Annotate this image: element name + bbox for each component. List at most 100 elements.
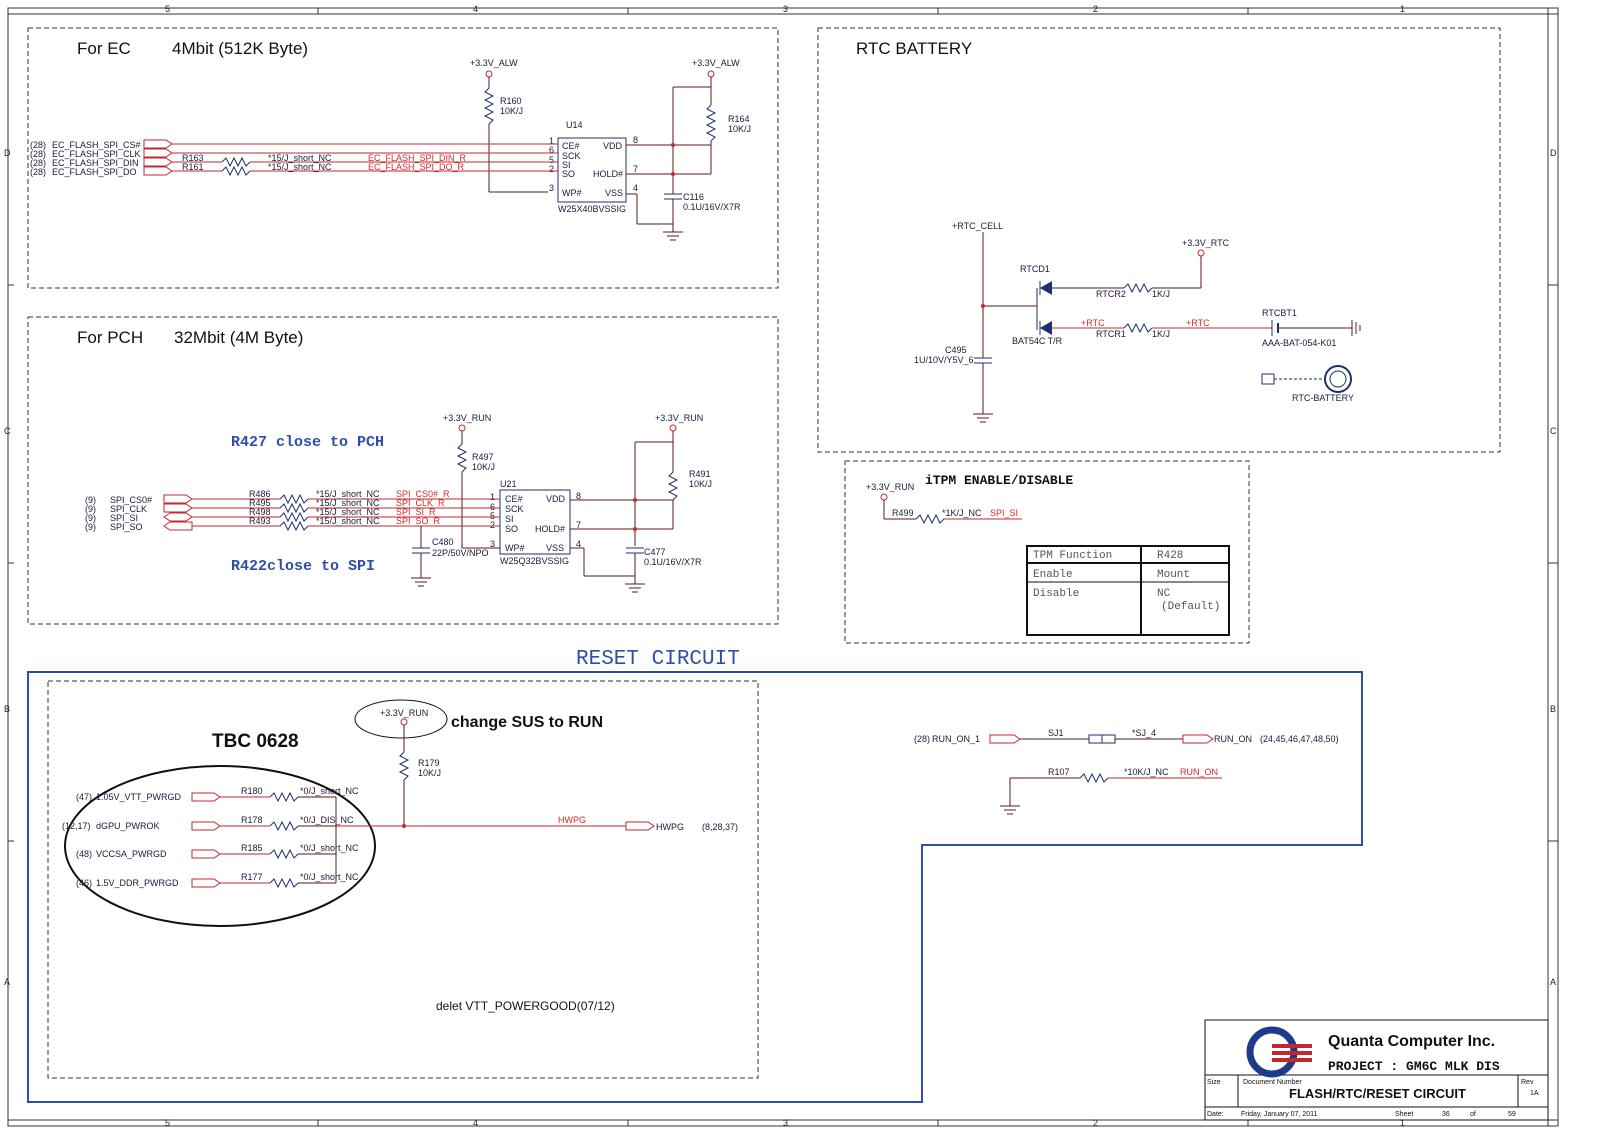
u14-pin-vss: VSS	[605, 188, 623, 198]
ec-sig-ref-0: (28)	[30, 140, 46, 150]
hwpg-out: HWPG	[656, 822, 684, 832]
pch-note-r427: R427 close to PCH	[231, 434, 384, 451]
pch-sig-ref-3: (9)	[85, 522, 96, 532]
u14-num-4: 4	[633, 183, 638, 193]
zone-top-1: 1	[1400, 4, 1405, 14]
r177-value: *0/J_short_NC	[300, 872, 359, 882]
rtc-net-left: +RTC	[1081, 318, 1105, 328]
run-on-refs: (24,45,46,47,48,50)	[1260, 734, 1339, 744]
ec-sig-name-2: EC_FLASH_SPI_DIN	[52, 158, 139, 168]
tpm-default-note: (Default)	[1161, 601, 1220, 613]
r164-value: 10K/J	[728, 124, 751, 134]
r178-ref: R178	[241, 815, 263, 825]
ec-sig-ref-2: (28)	[30, 158, 46, 168]
r486-value: *15/J_short_NC	[316, 489, 380, 499]
u21-pin-ce: CE#	[505, 494, 523, 504]
ground-symbol	[625, 583, 645, 593]
ec-signal-list: (28) EC_FLASH_SPI_CS# (28) EC_FLASH_SPI_…	[30, 140, 141, 177]
r495-ref: R495	[249, 498, 271, 508]
r499-ref: R499	[892, 508, 914, 518]
u21-num-7: 7	[576, 520, 581, 530]
r163-resistor	[221, 156, 251, 168]
junction	[671, 143, 675, 147]
pch-sig-ref-1: (9)	[85, 504, 96, 514]
zone-side-b: B	[4, 704, 10, 714]
r498-value: *15/J_short_NC	[316, 507, 380, 517]
rtcr1-ref: RTCR1	[1096, 329, 1126, 339]
u14-num-3: 3	[549, 183, 554, 193]
tpm-header-r428: R428	[1157, 550, 1183, 562]
total-value: 59	[1508, 1111, 1516, 1118]
pch-resistor-bank	[192, 493, 500, 532]
ec-power-node-2	[707, 70, 715, 78]
u14-ref: U14	[566, 120, 583, 130]
pch-flash-section: For PCH 32Mbit (4M Byte) R427 close to P…	[27, 316, 779, 625]
rtc-section: RTC BATTERY +RTC_CELL C495 1U/10V/Y5V_6 …	[817, 27, 1501, 453]
r161-resistor	[221, 165, 251, 177]
date-label: Date:	[1207, 1111, 1224, 1118]
pwrgd-ref-1: (12,17)	[62, 821, 91, 831]
u14-pin-si: SI	[562, 160, 571, 170]
junction	[633, 498, 637, 502]
battery-connector-icon	[1261, 365, 1352, 393]
rtcr1-resistor	[1123, 322, 1153, 334]
of-label: of	[1470, 1111, 1476, 1118]
tpm-header-function: TPM Function	[1033, 550, 1112, 562]
rtc-battery-label: RTC-BATTERY	[1292, 393, 1354, 403]
pwrgd-inputs: (47) 1.05V_VTT_PWRGD (12,17) dGPU_PWROK …	[62, 786, 359, 889]
rtcr1-value: 1K/J	[1152, 329, 1170, 339]
ec-power-label-2: +3.3V_ALW	[692, 58, 740, 68]
zone-top-2: 2	[1093, 4, 1098, 14]
ec-sig-ref-1: (28)	[30, 149, 46, 159]
itpm-power-label: +3.3V_RUN	[866, 482, 914, 492]
r497-resistor	[456, 443, 468, 473]
itpm-section: iTPM ENABLE/DISABLE +3.3V_RUN R499 *1K/J…	[844, 460, 1250, 644]
pch-net-clk: SPI_CLK_R	[396, 498, 445, 508]
doc-label: Document Number	[1243, 1079, 1302, 1086]
zone-side-b-right: B	[1550, 704, 1556, 714]
zone-side-c: C	[4, 426, 11, 436]
rtcbt1-part: AAA-BAT-054-K01	[1262, 338, 1336, 348]
zone-bottom-1: 1	[1400, 1118, 1405, 1128]
r493-ref: R493	[249, 516, 271, 526]
sj1-value: *SJ_4	[1132, 728, 1156, 738]
run-on-out-port	[1182, 734, 1214, 744]
r163-value: *15/J_short_NC	[268, 153, 332, 163]
u14-num-2: 2	[549, 164, 554, 174]
chassis-ground-icon	[1351, 320, 1361, 336]
reset-section: RESET CIRCUIT TBC 0628 +3.3V_RUN change …	[27, 648, 1363, 1103]
run-on-in-port	[989, 734, 1021, 744]
diode-d1	[1040, 281, 1052, 295]
r499-resistor	[915, 513, 945, 525]
u21-ref: U21	[500, 479, 517, 489]
u21-pin-so: SO	[505, 524, 518, 534]
hwpg-refs: (8,28,37)	[702, 822, 738, 832]
itpm-net: SPI_SI	[990, 508, 1018, 518]
r498-ref: R498	[249, 507, 271, 517]
itpm-title: iTPM ENABLE/DISABLE	[925, 473, 1073, 488]
pch-flash-box	[27, 316, 779, 625]
pwrgd-name-3: 1.5V_DDR_PWRGD	[96, 878, 179, 888]
r486-ref: R486	[249, 489, 271, 499]
r160-resistor	[483, 87, 495, 125]
reset-power-label: +3.3V_RUN	[380, 708, 428, 718]
zone-side-d-right: D	[1550, 148, 1557, 158]
zone-side-d: D	[4, 148, 11, 158]
rtcd1-part: BAT54C T/R	[1012, 336, 1063, 346]
rtc-net-right: +RTC	[1186, 318, 1210, 328]
pwrgd-name-0: 1.05V_VTT_PWRGD	[96, 792, 182, 802]
pch-signal-list: (9) SPI_CS0# (9) SPI_CLK (9) SPI_SI (9) …	[85, 495, 152, 532]
u14-pin-ce: CE#	[562, 141, 580, 151]
c480-value: 22P/50V/NPO	[432, 548, 489, 558]
r107-net: RUN_ON	[1180, 767, 1218, 777]
pch-sig-name-0: SPI_CS0#	[110, 495, 152, 505]
tpm-row-enable-value: Mount	[1157, 569, 1190, 581]
zone-top-3: 3	[783, 4, 788, 14]
u14-pin-wp: WP#	[562, 188, 582, 198]
sj1-ref: SJ1	[1048, 728, 1064, 738]
reset-inner-box	[47, 680, 759, 1079]
diode-d2	[1040, 321, 1052, 335]
r185-ref: R185	[241, 843, 263, 853]
u21-pin-vdd: VDD	[546, 494, 566, 504]
r107-value: *10K/J_NC	[1124, 767, 1169, 777]
